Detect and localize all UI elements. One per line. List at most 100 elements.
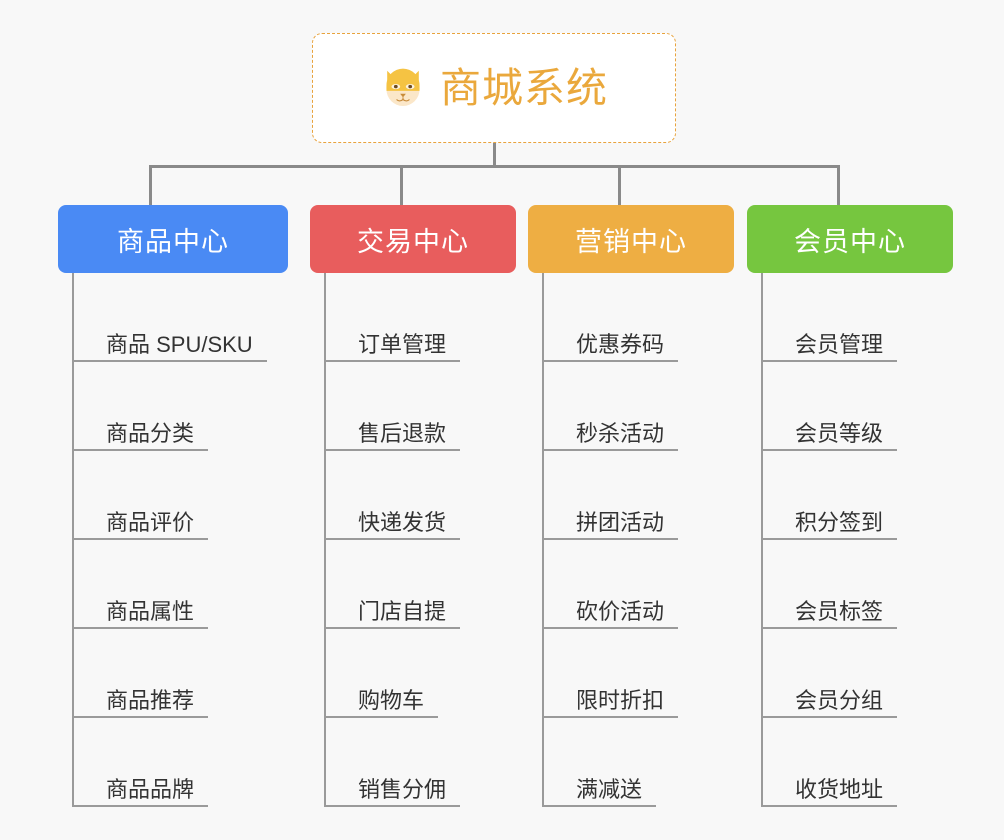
leaf-item[interactable]: 销售分佣 (324, 718, 516, 807)
leaf-label: 秒杀活动 (576, 420, 665, 446)
category-box-trade-center[interactable]: 交易中心 (310, 205, 516, 273)
leaf-item[interactable]: 拼团活动 (542, 451, 734, 540)
leaf-underline (324, 627, 460, 629)
leaf-underline (324, 805, 460, 807)
leaf-list-trade-center: 订单管理 售后退款 快递发货 门店自提 购物车 销售分佣 (324, 273, 516, 807)
leaf-item[interactable]: 商品推荐 (72, 629, 288, 718)
root-node-shop-system[interactable]: 商城系统 (312, 33, 676, 143)
leaf-label: 快递发货 (358, 509, 447, 535)
leaf-underline (72, 627, 208, 629)
leaf-underline (542, 360, 678, 362)
leaf-item[interactable]: 会员标签 (761, 540, 953, 629)
leaf-underline (761, 449, 897, 451)
leaf-item[interactable]: 门店自提 (324, 540, 516, 629)
leaf-item[interactable]: 会员分组 (761, 629, 953, 718)
leaf-label: 砍价活动 (576, 598, 665, 624)
leaf-label: 商品 SPU/SKU (106, 331, 253, 357)
leaf-underline (324, 538, 460, 540)
leaf-item[interactable]: 限时折扣 (542, 629, 734, 718)
leaf-underline (761, 538, 897, 540)
leaf-underline (72, 538, 208, 540)
leaf-item[interactable]: 购物车 (324, 629, 516, 718)
connector-drop-4 (837, 165, 840, 207)
leaf-item[interactable]: 商品分类 (72, 362, 288, 451)
branch-column-product-center: 商品中心 商品 SPU/SKU 商品分类 商品评价 商品属性 商品推荐 (58, 205, 288, 823)
leaf-item[interactable]: 优惠券码 (542, 273, 734, 362)
category-box-product-center[interactable]: 商品中心 (58, 205, 288, 273)
branch-column-trade-center: 交易中心 订单管理 售后退款 快递发货 门店自提 购物车 (310, 205, 516, 823)
leaf-underline (761, 716, 897, 718)
leaf-item[interactable]: 商品属性 (72, 540, 288, 629)
leaf-trunk-line (72, 273, 74, 807)
leaf-label: 售后退款 (358, 420, 447, 446)
connector-drop-2 (400, 165, 403, 207)
leaf-underline (761, 627, 897, 629)
branch-column-marketing-center: 营销中心 优惠券码 秒杀活动 拼团活动 砍价活动 限时折扣 (528, 205, 734, 823)
leaf-underline (761, 805, 897, 807)
leaf-underline (542, 805, 656, 807)
leaf-label: 优惠券码 (576, 331, 665, 357)
leaf-item[interactable]: 积分签到 (761, 451, 953, 540)
leaf-list-marketing-center: 优惠券码 秒杀活动 拼团活动 砍价活动 限时折扣 满减送 (542, 273, 734, 807)
leaf-label: 满减送 (576, 776, 643, 802)
leaf-item[interactable]: 会员等级 (761, 362, 953, 451)
leaf-label: 购物车 (358, 687, 425, 713)
leaf-item[interactable]: 秒杀活动 (542, 362, 734, 451)
connector-horizontal-bus (150, 165, 840, 168)
leaf-label: 门店自提 (358, 598, 447, 624)
connector-drop-3 (618, 165, 621, 207)
category-label: 交易中心 (357, 226, 469, 257)
leaf-label: 会员等级 (795, 420, 884, 446)
leaf-underline (542, 627, 678, 629)
branch-column-member-center: 会员中心 会员管理 会员等级 积分签到 会员标签 会员分组 (747, 205, 953, 823)
leaf-label: 商品推荐 (106, 687, 195, 713)
leaf-item[interactable]: 订单管理 (324, 273, 516, 362)
leaf-underline (324, 449, 460, 451)
leaf-label: 限时折扣 (576, 687, 665, 713)
leaf-label: 收货地址 (795, 776, 884, 802)
leaf-item[interactable]: 收货地址 (761, 718, 953, 807)
leaf-item[interactable]: 满减送 (542, 718, 734, 807)
leaf-label: 订单管理 (358, 331, 447, 357)
dog-face-icon (386, 68, 420, 106)
category-label: 商品中心 (117, 226, 229, 257)
leaf-label: 销售分佣 (358, 776, 447, 802)
root-title: 商城系统 (440, 64, 608, 111)
leaf-label: 会员分组 (795, 687, 884, 713)
category-box-member-center[interactable]: 会员中心 (747, 205, 953, 273)
leaf-underline (542, 449, 678, 451)
leaf-item[interactable]: 商品评价 (72, 451, 288, 540)
leaf-list-product-center: 商品 SPU/SKU 商品分类 商品评价 商品属性 商品推荐 商品品牌 (72, 273, 288, 807)
category-label: 会员中心 (794, 226, 906, 257)
leaf-underline (542, 538, 678, 540)
leaf-trunk-line (324, 273, 326, 807)
leaf-underline (542, 716, 678, 718)
leaf-item[interactable]: 商品品牌 (72, 718, 288, 807)
leaf-underline (761, 360, 897, 362)
leaf-trunk-line (761, 273, 763, 807)
leaf-trunk-line (542, 273, 544, 807)
leaf-label: 商品分类 (106, 420, 195, 446)
leaf-label: 会员标签 (795, 598, 884, 624)
leaf-underline (324, 360, 460, 362)
leaf-item[interactable]: 售后退款 (324, 362, 516, 451)
connector-root-stem (493, 143, 496, 167)
leaf-underline (72, 360, 267, 362)
leaf-underline (72, 716, 208, 718)
leaf-underline (72, 449, 208, 451)
leaf-item[interactable]: 会员管理 (761, 273, 953, 362)
leaf-item[interactable]: 快递发货 (324, 451, 516, 540)
leaf-item[interactable]: 商品 SPU/SKU (72, 273, 288, 362)
leaf-label: 拼团活动 (576, 509, 665, 535)
leaf-label: 会员管理 (795, 331, 884, 357)
category-label: 营销中心 (575, 226, 687, 257)
leaf-list-member-center: 会员管理 会员等级 积分签到 会员标签 会员分组 收货地址 (761, 273, 953, 807)
leaf-label: 商品评价 (106, 509, 195, 535)
category-box-marketing-center[interactable]: 营销中心 (528, 205, 734, 273)
leaf-label: 积分签到 (795, 509, 884, 535)
leaf-underline (72, 805, 208, 807)
connector-drop-1 (149, 165, 152, 207)
leaf-label: 商品品牌 (106, 776, 195, 802)
leaf-item[interactable]: 砍价活动 (542, 540, 734, 629)
